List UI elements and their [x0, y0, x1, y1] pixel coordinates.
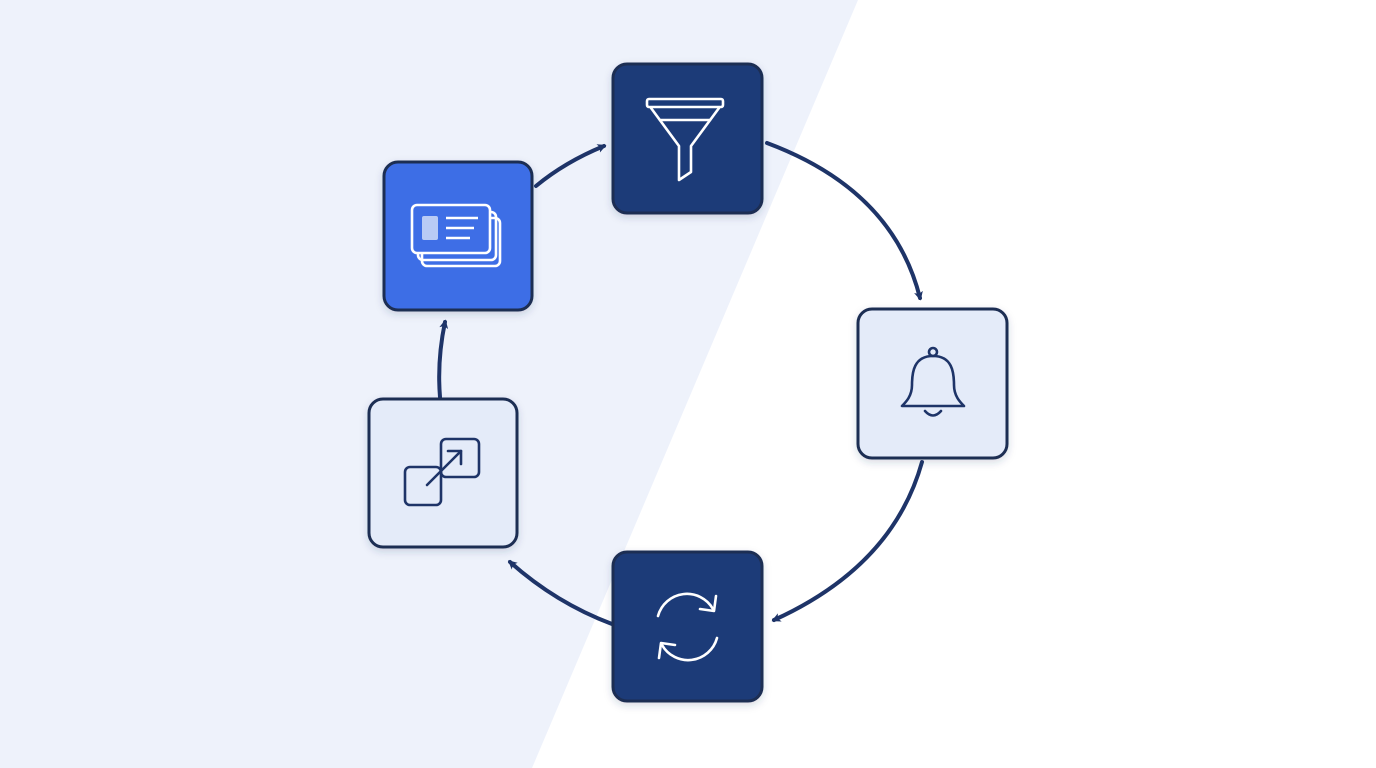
node-expand[interactable] [367, 397, 519, 549]
funnel-icon [645, 97, 725, 182]
connector-sync-to-expand [507, 560, 614, 626]
bell-icon [900, 346, 966, 417]
node-stack[interactable] [382, 160, 534, 312]
connector-alert-to-sync [771, 460, 924, 622]
node-expand-box[interactable] [367, 397, 519, 549]
expand-arrow-icon [403, 437, 481, 507]
node-sync[interactable] [611, 550, 764, 703]
connector-expand-to-stack [437, 319, 449, 399]
node-alert-box[interactable] [856, 307, 1009, 460]
node-alert[interactable] [856, 307, 1009, 460]
node-filter-box[interactable] [611, 62, 764, 215]
refresh-icon [656, 592, 719, 662]
node-filter[interactable] [611, 62, 764, 215]
connectors [437, 141, 924, 626]
node-sync-box[interactable] [611, 550, 764, 703]
connector-filter-to-alert [765, 141, 923, 301]
connector-stack-to-filter [534, 144, 607, 188]
card-stack-icon [410, 203, 502, 268]
